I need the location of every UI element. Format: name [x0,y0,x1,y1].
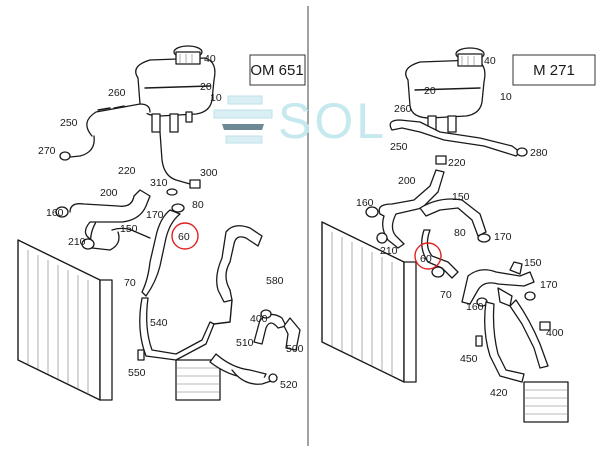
callout: 210 [380,245,398,257]
callout: 150 [120,223,138,235]
hose-60-left [141,209,181,297]
highlight-ring-right [414,242,442,270]
callout: 80 [192,199,204,211]
oil-cooler-right [523,381,569,423]
callout: 20 [200,81,212,93]
hose-150-right [419,198,487,237]
callout: 40 [484,55,496,67]
callout: 10 [500,91,512,103]
radiator-left [17,239,113,401]
watermark-text: SOL [278,93,387,149]
callout: 160 [356,197,374,209]
callout: 300 [200,167,218,179]
callout: 510 [236,337,254,349]
callouts-right: 40 260 20 10 250 220 280 200 150 160 80 … [356,55,564,399]
callout: 220 [448,157,466,169]
callout: 70 [124,277,136,289]
hose-250-right [389,119,521,157]
engine-label-right: M 271 [533,62,575,79]
callout: 170 [146,209,164,221]
engine-label-left: OM 651 [250,62,303,79]
hose-580-left [216,225,263,303]
oil-cooler-left [175,359,221,401]
callout: 280 [530,147,548,159]
clip-280-right [516,147,528,157]
hose-200-left [69,189,151,249]
callouts-left: 40 260 20 10 250 270 220 300 310 200 80 … [38,53,304,391]
callout: 160 [46,207,64,219]
clip-400-left [260,309,272,319]
hose-270-left [69,135,95,158]
callout: 150 [524,257,542,269]
callout: 500 [286,343,304,355]
callout: 80 [454,227,466,239]
highlight-ring-left [171,222,199,250]
engine-label-box-left [249,54,306,86]
callout: 60 [420,253,432,265]
clip-520-left [268,373,278,383]
callout: 160 [466,301,484,313]
callout: 400 [250,313,268,325]
radiator-right [321,221,417,383]
callout: 540 [150,317,168,329]
callout: 520 [280,379,298,391]
hose-60-right [421,229,459,279]
expansion-tank-left [135,45,216,133]
callout: 450 [460,353,478,365]
expansion-tank-right [405,47,486,133]
callout: 10 [210,92,222,104]
callout: 60 [178,231,190,243]
callout: 420 [490,387,508,399]
sol-watermark: SOL [213,93,387,149]
callout: 200 [398,175,416,187]
callout: 260 [394,103,412,115]
callout: 220 [118,165,136,177]
callout: 70 [440,289,452,301]
callout: 150 [452,191,470,203]
callout: 580 [266,275,284,287]
engine-label-box-right [512,54,596,86]
callout: 170 [494,231,512,243]
callout: 20 [424,85,436,97]
callout: 270 [38,145,56,157]
callout: 200 [100,187,118,199]
callout: 400 [546,327,564,339]
hose-500-left [283,317,301,351]
callout: 260 [108,87,126,99]
callout: 310 [150,177,168,189]
hose-200-right [378,169,445,249]
callout: 550 [128,367,146,379]
clip-450-right [475,335,483,347]
callout: 250 [60,117,78,129]
hose-420-right [484,301,525,383]
callout: 170 [540,279,558,291]
hose-250-left [86,103,151,137]
callout: 250 [390,141,408,153]
hose-540-left [139,297,215,361]
pipe-300-left [159,131,191,185]
callout: 210 [68,236,86,248]
clip-400-right [539,321,551,331]
callout: 40 [204,53,216,65]
